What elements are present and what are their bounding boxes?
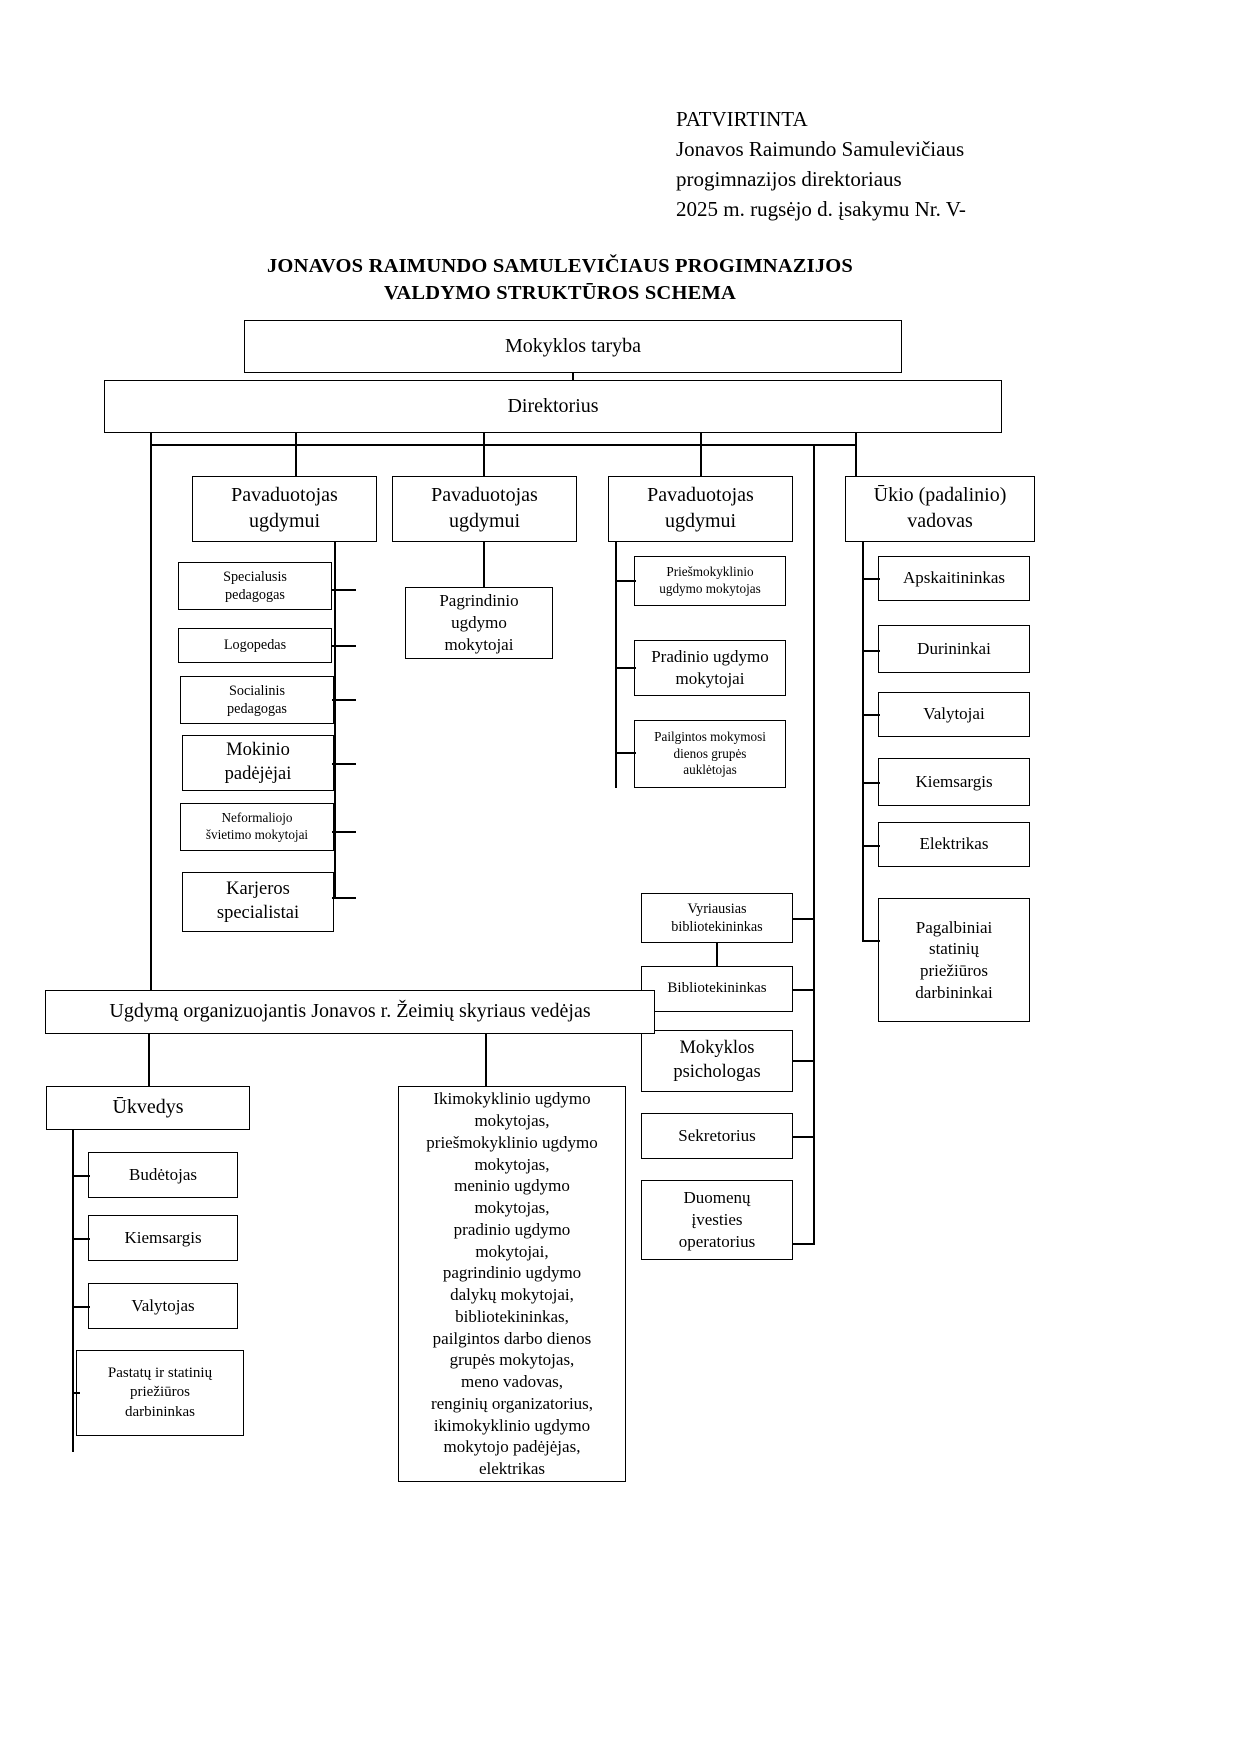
connector-director-drop-1 [150, 433, 152, 466]
connector-steward-4 [72, 1392, 80, 1394]
node-branch-head: Ugdymą organizuojantis Jonavos r. Žeimių… [45, 990, 655, 1034]
connector-col4-1 [862, 578, 880, 580]
connector-steward-spine [72, 1130, 74, 1452]
node-steward-cleaner: Valytojas [88, 1283, 238, 1329]
node-auxiliary-maintenance-workers: Pagalbiniai statinių priežiūros darbinin… [878, 898, 1030, 1022]
page-title: JONAVOS RAIMUNDO SAMULEVIČIAUS PROGIMNAZ… [0, 253, 1120, 307]
node-building-maintenance-worker: Pastatų ir statinių priežiūros darbinink… [76, 1350, 244, 1436]
node-director: Direktorius [104, 380, 1002, 433]
connector-director-drop-3 [483, 433, 485, 476]
node-extended-day-group: Pailgintos mokymosi dienos grupės auklėt… [634, 720, 786, 788]
connector-col4-spine [862, 542, 864, 942]
node-school-council: Mokyklos taryba [244, 320, 902, 373]
connector-director-bus [150, 444, 856, 446]
connector-director-to-branch [150, 466, 152, 990]
connector-col4-6 [862, 940, 880, 942]
connector-support-1 [793, 918, 815, 920]
approval-line-4: 2025 m. rugsėjo d. įsakymu Nr. V- [676, 197, 966, 221]
approval-header: PATVIRTINTA Jonavos Raimundo Samulevičia… [676, 104, 1106, 224]
node-deputy-education-1: Pavaduotojas ugdymui [192, 476, 377, 542]
node-doorkeepers: Durininkai [878, 625, 1030, 673]
node-secretary: Sekretorius [641, 1113, 793, 1159]
connector-support-4 [793, 1136, 815, 1138]
connector-col3-2 [615, 667, 636, 669]
connector-support-3 [793, 1060, 815, 1062]
node-accountant: Apskaitininkas [878, 556, 1030, 601]
connector-col1-3 [332, 699, 356, 701]
node-electrician: Elektrikas [878, 822, 1030, 867]
connector-col4-5 [862, 845, 880, 847]
connector-steward-1 [72, 1175, 90, 1177]
node-data-entry-operator: Duomenų įvesties operatorius [641, 1180, 793, 1260]
node-cleaners: Valytojai [878, 692, 1030, 737]
node-social-pedagogue: Socialinis pedagogas [180, 676, 334, 724]
connector-branch-to-staff [485, 1034, 487, 1086]
connector-council-director [572, 373, 574, 380]
connector-col4-3 [862, 714, 880, 716]
node-special-pedagogue: Specialusis pedagogas [178, 562, 332, 610]
connector-col1-2 [332, 645, 356, 647]
connector-col2-spine [483, 542, 485, 587]
connector-branch-to-steward [148, 1034, 150, 1086]
connector-col1-5 [332, 831, 356, 833]
node-basic-education-teachers: Pagrindinio ugdymo mokytojai [405, 587, 553, 659]
node-chief-librarian: Vyriausias bibliotekininkas [641, 893, 793, 943]
node-student-assistants: Mokinio padėjėjai [182, 735, 334, 791]
node-yardkeeper: Kiemsargis [878, 758, 1030, 806]
approval-line-3: progimnazijos direktoriaus [676, 167, 902, 191]
connector-col4-2 [862, 650, 880, 652]
connector-steward-3 [72, 1306, 90, 1308]
connector-col1-end [334, 897, 356, 899]
connector-col3-1 [615, 580, 636, 582]
node-nonformal-teachers: Neformaliojo švietimo mokytojai [180, 803, 334, 851]
node-deputy-education-3: Pavaduotojas ugdymui [608, 476, 793, 542]
node-duty-officer: Budėtojas [88, 1152, 238, 1198]
node-career-specialists: Karjeros specialistai [182, 872, 334, 932]
connector-support-2 [793, 989, 815, 991]
connector-col3-3 [615, 752, 636, 754]
connector-col3-spine [615, 542, 617, 788]
connector-librarian-link [716, 943, 718, 966]
node-primary-teachers: Pradinio ugdymo mokytojai [634, 640, 786, 696]
approval-line-1: PATVIRTINTA [676, 107, 808, 131]
node-steward-yardkeeper: Kiemsargis [88, 1215, 238, 1261]
connector-col1-spine [334, 542, 336, 898]
connector-director-drop-2 [295, 433, 297, 476]
connector-col4-4 [862, 782, 880, 784]
node-librarian: Bibliotekininkas [641, 966, 793, 1012]
connector-director-drop-5 [855, 433, 857, 476]
page-title-line-1: JONAVOS RAIMUNDO SAMULEVIČIAUS PROGIMNAZ… [266, 255, 854, 277]
approval-line-2: Jonavos Raimundo Samulevičiaus [676, 137, 965, 161]
connector-col1-1 [332, 589, 356, 591]
node-steward: Ūkvedys [46, 1086, 250, 1130]
connector-support-5 [793, 1243, 815, 1245]
node-branch-staff-list: Ikimokyklinio ugdymo mokytojas, priešmok… [398, 1086, 626, 1482]
connector-support-spine [813, 444, 815, 1244]
node-school-psychologist: Mokyklos psichologas [641, 1030, 793, 1092]
page-title-line-2: VALDYMO STRUKTŪROS SCHEMA [383, 282, 737, 304]
node-deputy-education-2: Pavaduotojas ugdymui [392, 476, 577, 542]
node-facility-head: Ūkio (padalinio) vadovas [845, 476, 1035, 542]
connector-steward-2 [72, 1238, 90, 1240]
connector-director-drop-4 [700, 433, 702, 476]
node-preschool-teacher: Priešmokyklinio ugdymo mokytojas [634, 556, 786, 606]
connector-col1-4 [332, 763, 356, 765]
node-speech-therapist: Logopedas [178, 628, 332, 663]
